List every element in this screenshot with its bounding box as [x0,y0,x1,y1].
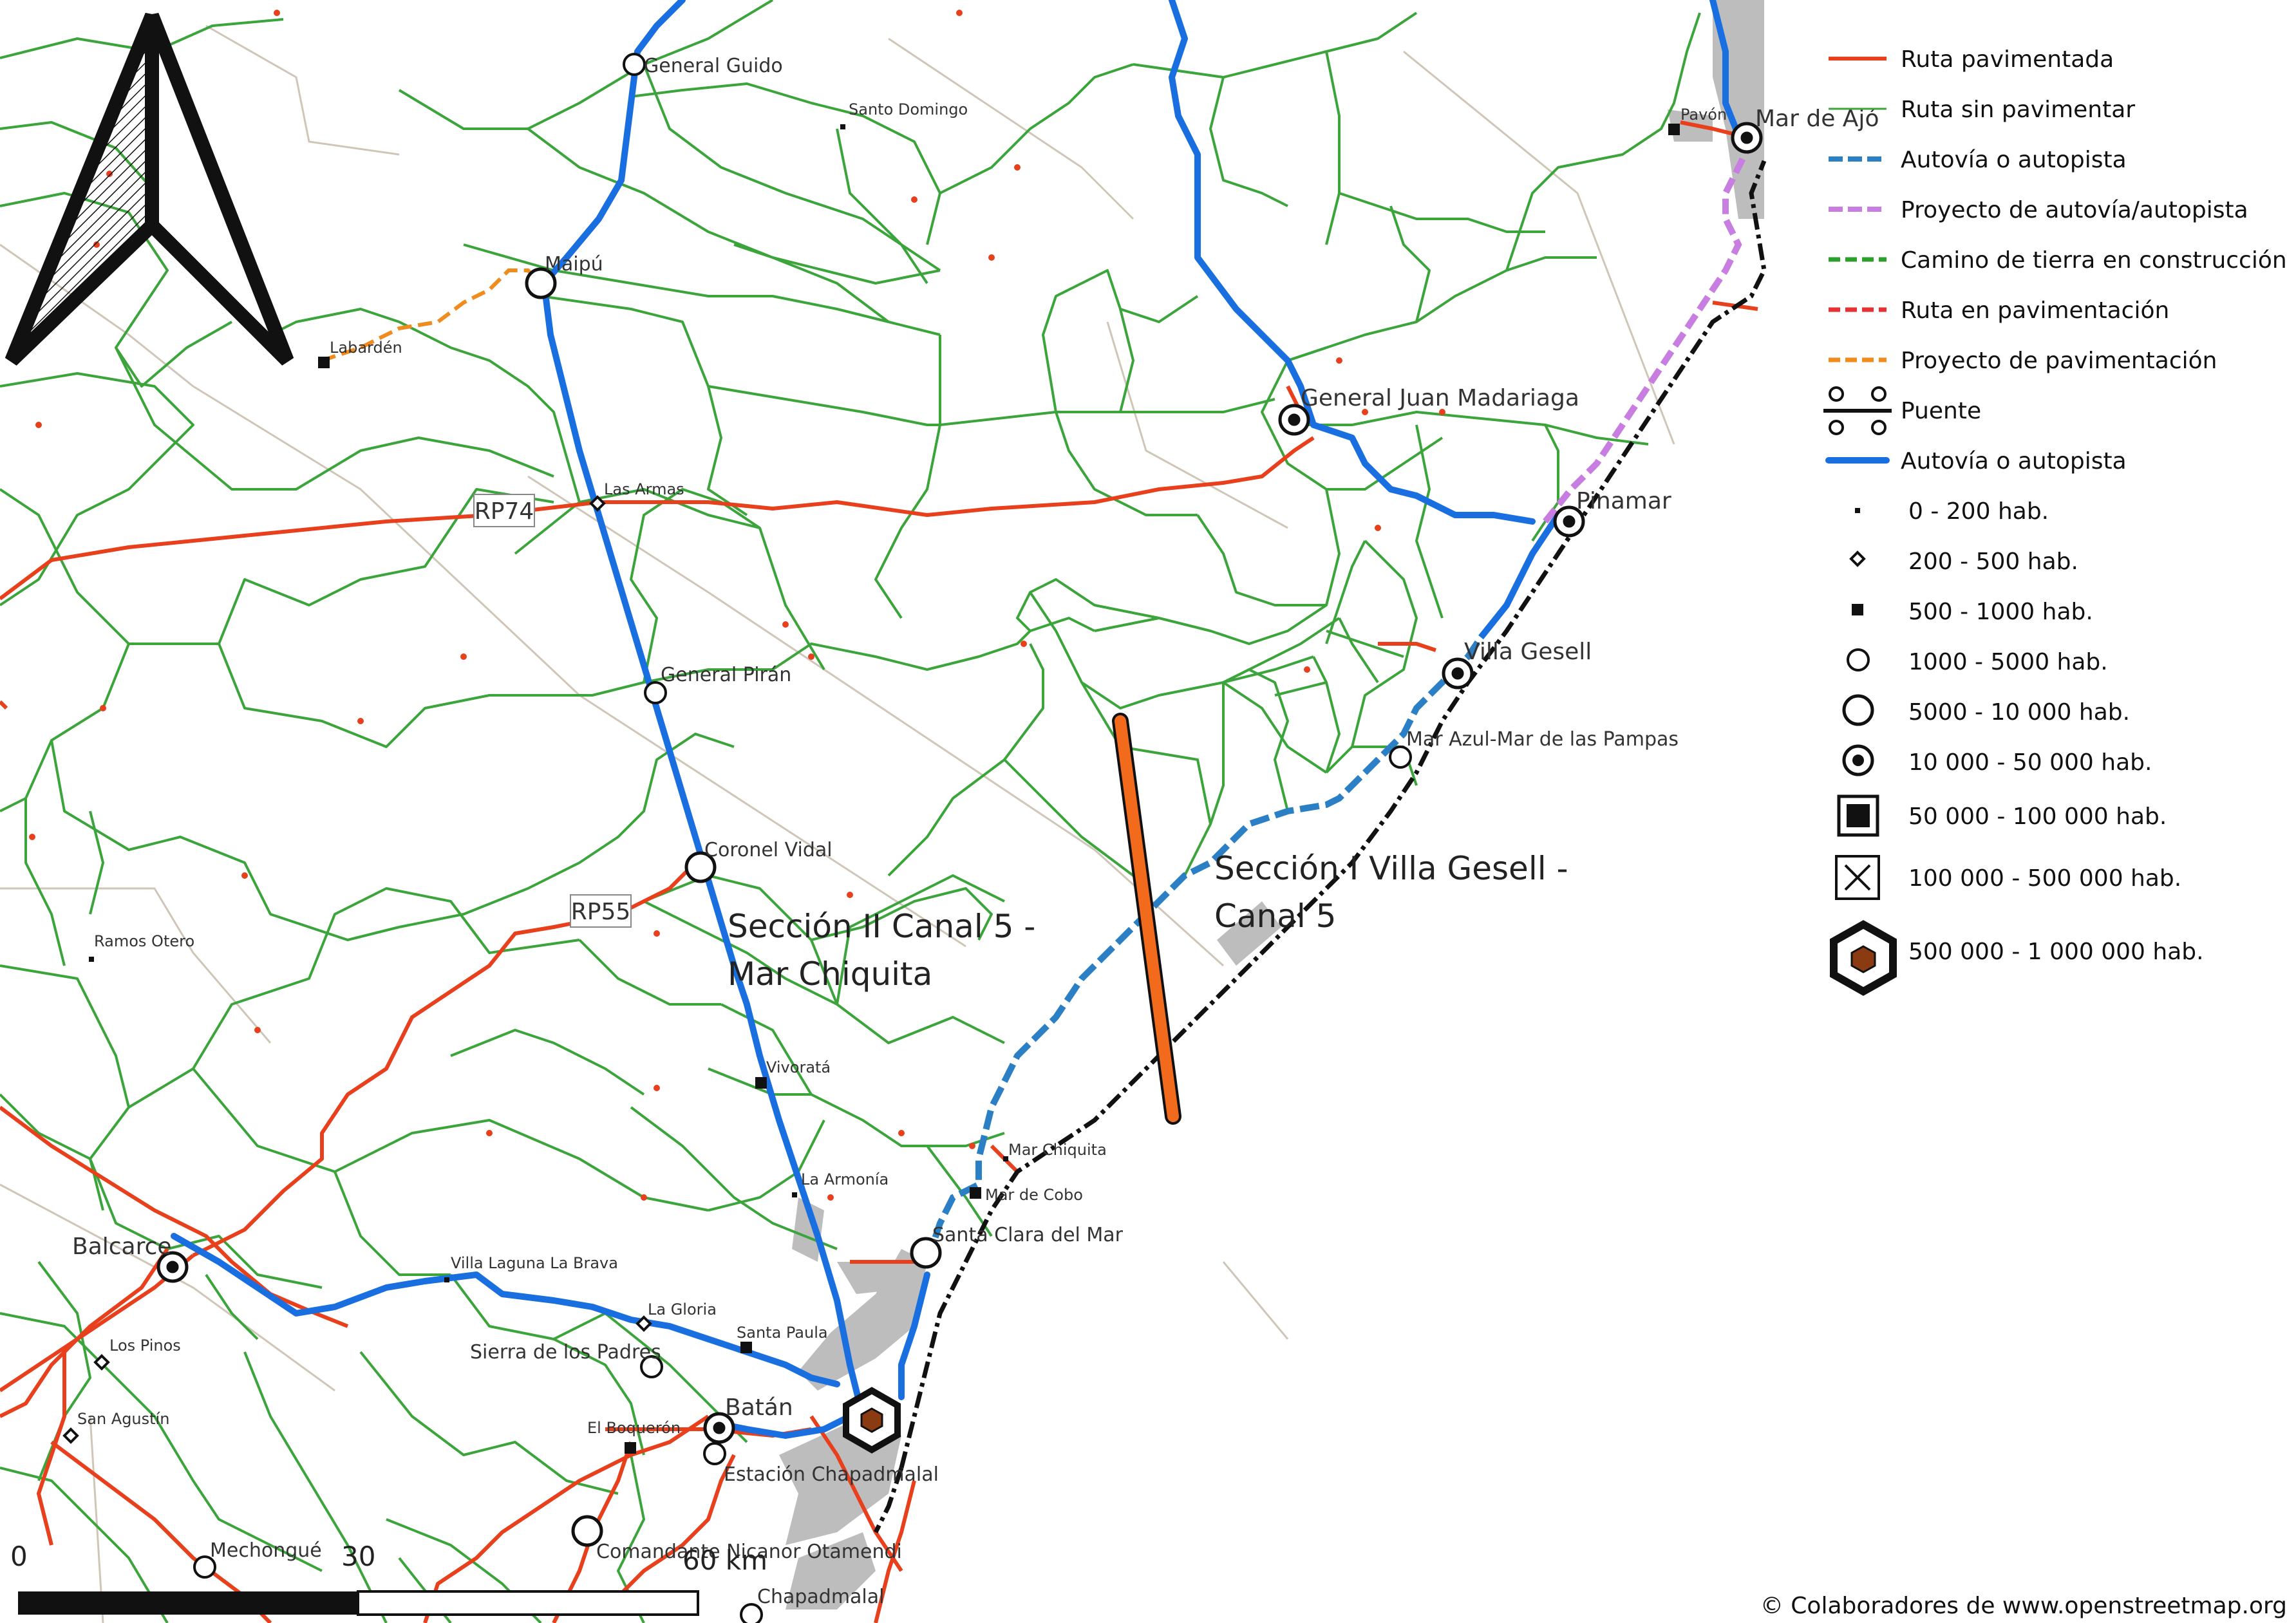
section1-line1: Sección I Villa Gesell - [1214,850,1568,887]
highway-connect [1478,513,1561,640]
legend-item-label: Autovía o autopista [1901,147,2127,173]
scale-bar: 0 30 60 km [10,1541,767,1616]
legend-item-label: 500 - 1000 hab. [1908,599,2093,625]
town-label-labarden: Labardén [330,339,402,357]
administrative-boundaries [0,24,1675,1623]
town-label-mar-de-ajo: Mar de Ajó [1755,106,1879,132]
town-label-santa-clara-del-mar: Santa Clara del Mar [932,1224,1124,1246]
section2-line2: Mar Chiquita [728,955,932,993]
legend: Ruta pavimentada Ruta sin pavimentar Aut… [1823,46,2287,996]
town-label-vivorata: Vivoratá [766,1058,831,1076]
legend-item-label: Puente [1901,398,1981,424]
town-label-el-boqueron: El Boquerón [587,1419,681,1437]
legend-item-label: 1000 - 5000 hab. [1908,649,2108,675]
town-label-mechongue: Mechongué [210,1539,322,1562]
scale-label-60: 60 km [682,1544,767,1576]
town-label-san-agustin: San Agustín [77,1410,169,1428]
railway [899,160,1767,1468]
legend-item-label: Camino de tierra en construcción [1901,247,2287,274]
town-label-pavon: Pavón [1680,106,1727,124]
town-markers [156,53,1763,1623]
legend-item-label: Ruta pavimentada [1901,46,2114,73]
legend-item-label: Proyecto de autovía/autopista [1901,197,2248,223]
highway-project [1543,140,1755,524]
legend-item-label: 200 - 500 hab. [1908,549,2078,575]
bridge-icon [1823,386,1892,435]
town-label-comandante-nicanor-otamendi: Comandante Nicanor Otamendi [596,1541,902,1563]
town-label-la-gloria: La Gloria [648,1300,717,1318]
legend-item-label: 0 - 200 hab. [1908,498,2049,525]
rp74-label: RP74 [475,498,534,525]
scale-label-0: 0 [10,1541,28,1572]
attribution-text[interactable]: © Colaboradores de www.openstreetmap.org [1760,1593,2287,1619]
town-label-mar-azul: Mar Azul-Mar de las Pampas [1406,728,1679,751]
square-markers [318,124,1680,1454]
legend-item-label: 5000 - 10 000 hab. [1908,699,2130,726]
town-label-los-pinos: Los Pinos [109,1337,181,1355]
legend-item-label: Autovía o autopista [1901,448,2127,474]
town-label-chapadmalal: Chapadmalal [757,1586,884,1608]
town-labels: General Guido Santo Domingo Maipú Labard… [72,55,1879,1608]
mar-del-plata-hexagon-icon [843,1387,901,1454]
legend-item-label: 10 000 - 50 000 hab. [1908,749,2152,776]
scale-label-30: 30 [341,1541,375,1572]
town-label-santa-paula: Santa Paula [737,1324,828,1342]
legend-item-label: 50 000 - 100 000 hab. [1908,803,2167,830]
rp55-label: RP55 [571,899,631,925]
town-label-general-juan-madariaga: General Juan Madariaga [1301,385,1579,411]
paving-spurs [29,10,1445,1201]
town-label-mar-de-cobo: Mar de Cobo [985,1186,1083,1204]
tiny-dot-markers [89,124,1008,1282]
legend-item-label: 100 000 - 500 000 hab. [1908,865,2181,892]
north-arrow-icon [5,12,294,366]
town-label-villa-laguna-la-brava: Villa Laguna La Brava [451,1254,618,1272]
section1-line2: Canal 5 [1214,897,1336,935]
diamond-markers [62,495,652,1444]
town-label-batan: Batán [725,1394,793,1421]
town-label-la-armonia: La Armonía [801,1170,889,1188]
town-label-coronel-vidal: Coronel Vidal [704,839,833,861]
town-label-balcarce: Balcarce [72,1234,172,1260]
road-shield-rp74: RP74 [473,494,535,527]
town-label-las-armas: Las Armas [604,480,684,498]
legend-item-label: Ruta sin pavimentar [1901,97,2135,123]
town-label-ramos-otero: Ramos Otero [94,932,194,950]
legend-item-label: Ruta en pavimentación [1901,297,2169,324]
town-label-estacion-chapadmalal: Estación Chapadmalal [724,1463,939,1486]
town-label-mar-chiquita: Mar Chiquita [1008,1141,1107,1159]
legend-item-label: 500 000 - 1 000 000 hab. [1908,939,2204,965]
town-label-villa-gesell: Villa Gesell [1464,639,1592,665]
town-label-general-guido: General Guido [644,55,783,77]
section-labels: Sección I Villa Gesell - Canal 5 Sección… [728,850,1568,993]
section2-line1: Sección II Canal 5 - [728,908,1035,945]
road-shield-rp55: RP55 [570,894,632,928]
town-label-general-piran: General Pirán [661,664,791,686]
town-label-sierra-de-los-padres: Sierra de los Padres [470,1341,661,1364]
legend-item-label: Proyecto de pavimentación [1901,348,2217,374]
town-label-pinamar: Pinamar [1576,488,1671,514]
town-label-santo-domingo: Santo Domingo [849,100,968,118]
highways [171,0,1742,1439]
town-label-maipu: Maipú [545,253,603,276]
